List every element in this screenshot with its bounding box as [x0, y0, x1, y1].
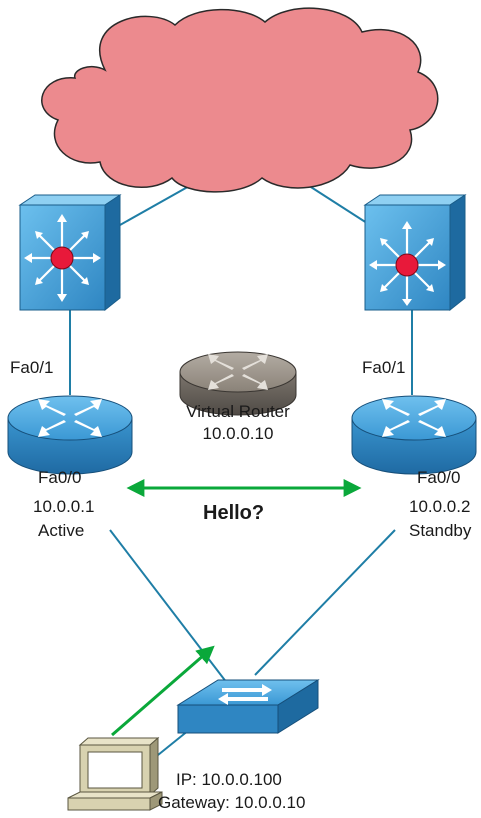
router-left-icon: [7, 395, 133, 475]
left-router-role: Active: [38, 521, 85, 540]
multilayer-switch-left: [18, 194, 122, 312]
router-right-icon: [351, 395, 477, 475]
pc-icon: [67, 736, 163, 811]
host-ip: IP: 10.0.0.100: [176, 770, 282, 789]
left-router-bottom-iface: Fa0/0: [38, 468, 82, 487]
right-router-bottom-iface: Fa0/0: [417, 468, 461, 487]
virtual-router-ip: 10.0.0.10: [202, 424, 274, 443]
links: [69, 179, 413, 756]
link-right-router-switch: [254, 529, 396, 676]
workgroup-switch-icon: [176, 679, 320, 734]
right-router-top-iface: Fa0/1: [362, 358, 406, 377]
multilayer-switch-right: [363, 194, 467, 312]
host-gateway: Gateway: 10.0.0.10: [158, 793, 306, 812]
virtual-router-icon: [179, 351, 297, 416]
left-router-top-iface: Fa0/1: [10, 358, 54, 377]
right-router-role: Standby: [409, 521, 472, 540]
link-left-router-switch: [109, 529, 241, 701]
cloud-icon: [41, 7, 439, 193]
traffic-arrow: [111, 645, 215, 737]
left-router-ip: 10.0.0.1: [33, 497, 95, 516]
hello-label: Hello?: [203, 502, 265, 524]
right-router-ip: 10.0.0.2: [409, 497, 471, 516]
virtual-router-name: Virtual Router: [186, 402, 290, 421]
